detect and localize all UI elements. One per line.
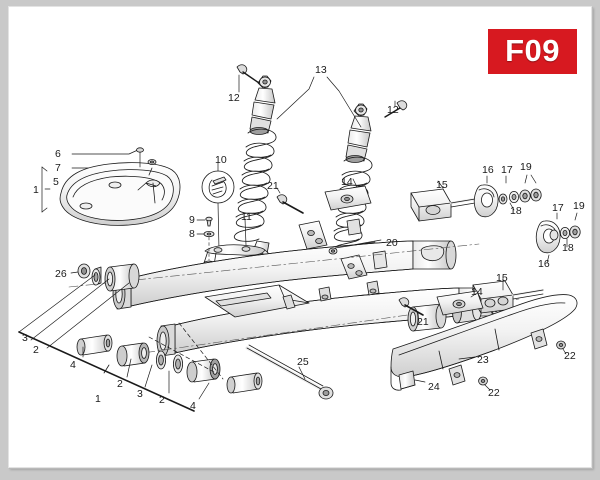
callout-1-bushing-kit: 1 (95, 393, 101, 405)
callout-1-chain-cover: 1 (33, 184, 39, 196)
diagram-sheet: F09 (8, 6, 592, 468)
callout-18-spacer-lower: 18 (562, 242, 574, 254)
callout-17-washer-lower: 17 (552, 202, 564, 214)
callout-2-bearing-left: 2 (117, 378, 123, 390)
callout-2-bearing-right: 2 (159, 394, 165, 406)
callout-14-adjuster-plate-upper: 14 (341, 176, 353, 188)
callout-16-cam-lower: 16 (538, 258, 550, 270)
callout-17-washer-upper: 17 (501, 164, 513, 176)
callout-2-bearing-outer: 2 (33, 344, 39, 356)
callout-4-sleeve-left: 4 (70, 359, 76, 371)
callout-23-chain-guard: 23 (477, 354, 489, 366)
callout-13-shock-absorber: 13 (315, 64, 327, 76)
callout-14-adjuster-plate-lower: 14 (471, 286, 483, 298)
callout-7-washer: 7 (55, 162, 61, 174)
callout-25-pivot-shaft: 25 (297, 356, 309, 368)
callout-10-hose-clamp: 10 (215, 154, 227, 166)
callout-21-pivot-bolt-lower: 21 (417, 316, 429, 328)
callout-9-screw: 9 (189, 214, 195, 226)
page-code-badge: F09 (488, 29, 577, 74)
callout-19-nut-upper: 19 (520, 161, 532, 173)
callout-12-shock-bolt-right: 12 (387, 104, 399, 116)
callout-20-tensioner-bracket: 20 (386, 237, 398, 249)
callout-24-end-cap: 24 (428, 381, 440, 393)
callout-18-spacer-upper: 18 (510, 205, 522, 217)
callout-15-adjuster-block-upper: 15 (436, 179, 448, 191)
parts-illustration (18, 64, 581, 412)
callout-26-circlip: 26 (55, 268, 67, 280)
callout-15-adjuster-block-lower: 15 (496, 272, 508, 284)
callout-11-cable-guide: 11 (241, 211, 252, 223)
callout-16-cam-upper: 16 (482, 164, 494, 176)
callout-6-nut: 6 (55, 148, 61, 160)
callout-22-guard-bolt-right: 22 (564, 350, 576, 362)
callout-5-chain-cover: 5 (53, 176, 59, 188)
callout-8-washer: 8 (189, 228, 195, 240)
callout-4-sleeve-right: 4 (190, 400, 196, 412)
callout-3-seal-outer: 3 (22, 332, 28, 344)
callout-21-pivot-bolt-upper: 21 (267, 180, 279, 192)
callout-12-shock-bolt-left: 12 (228, 92, 240, 104)
callout-3-seal-left: 3 (137, 388, 143, 400)
callout-19-nut-lower: 19 (573, 200, 585, 212)
callout-22-guard-bolt-left: 22 (488, 387, 500, 399)
